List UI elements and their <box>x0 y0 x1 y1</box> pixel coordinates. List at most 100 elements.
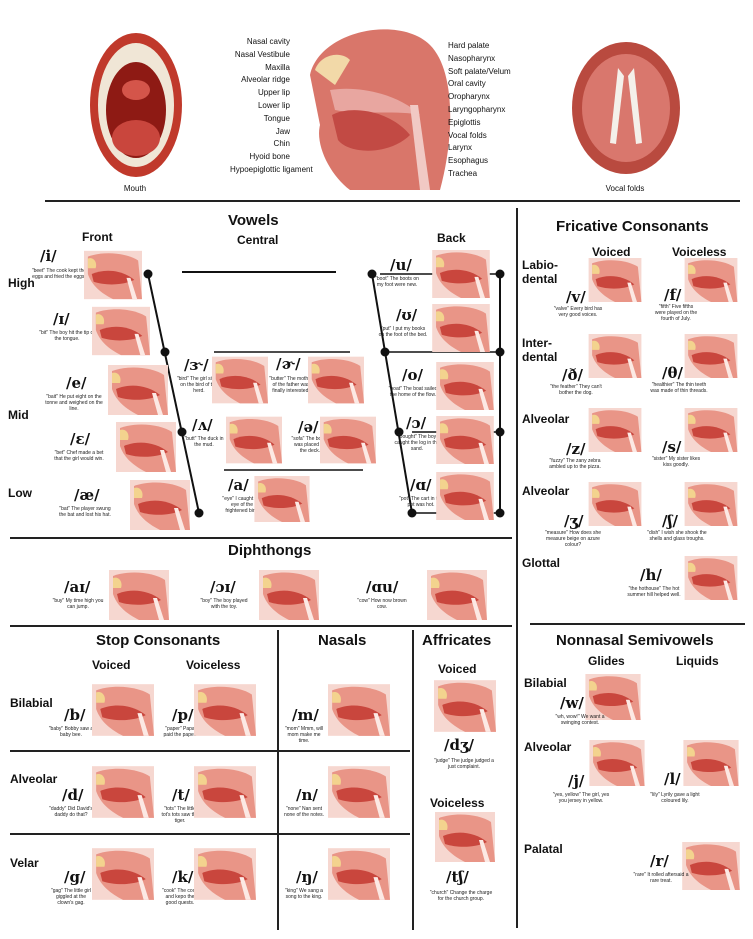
stop-symbol: /p/ <box>172 706 194 724</box>
vowel-example: "bait" He put eight on the tonne and wei… <box>45 394 103 412</box>
semivowel-example: "yes, yellow" The girl, yes you jersey i… <box>552 792 610 804</box>
nasals-affricates-divider <box>412 630 414 930</box>
semivowel-example: "wh, wow!" We want a swinging contest. <box>555 714 605 726</box>
fricative-example: "the feather" They can't bother the dog. <box>550 384 602 396</box>
vowel-symbol: /o/ <box>402 366 423 384</box>
head-profile-illustration <box>116 422 176 472</box>
fricative-symbol: /ʒ/ <box>564 512 584 530</box>
fricative-symbol: /f/ <box>664 286 682 304</box>
head-profile-illustration <box>108 570 170 620</box>
head-profile-illustration <box>432 304 490 352</box>
semivowel-example: "lily" Lyrily gave a light coloured lily… <box>650 792 700 804</box>
diphthongs-divider <box>10 625 512 627</box>
anatomy-label: Laryngopharynx <box>448 104 506 114</box>
affricate-symbol: /tʃ/ <box>446 868 469 886</box>
anatomy-label: Jaw <box>275 126 290 136</box>
vowel-example: "sofa" The board was placed on the deck. <box>291 436 329 454</box>
head-profile-illustration <box>258 570 320 620</box>
fricative-symbol: /θ/ <box>662 364 683 382</box>
fricatives-divider <box>530 623 745 625</box>
semivowels-row-alveolar: Alveolar <box>524 740 572 754</box>
head-profile-illustration <box>586 482 644 526</box>
stop-example: "gag" The little girl giggled at the clo… <box>50 888 92 906</box>
head-profile-illustration <box>108 365 168 415</box>
anatomy-label: Tongue <box>263 113 290 123</box>
head-profile-illustration <box>682 842 740 890</box>
vowel-example: "boot" The boots on my foot were new. <box>375 276 419 288</box>
stop-example: "daddy" Did David's daddy do that? <box>49 806 93 818</box>
vowels-central-header: Central <box>237 233 279 247</box>
vowel-symbol: /u/ <box>390 256 412 274</box>
mouth-illustration <box>90 33 182 177</box>
fricative-symbol: /h/ <box>640 566 662 584</box>
semivowels-title: Nonnasal Semivowels <box>556 632 714 649</box>
semivowels-row-palatal: Palatal <box>524 842 563 856</box>
right-column-divider <box>516 208 518 928</box>
vowel-example: "beet" The cook kept the eggs and fried … <box>31 268 87 280</box>
vowel-symbol: /ə/ <box>298 418 319 436</box>
stop-symbol: /b/ <box>64 706 86 724</box>
anatomy-label: Trachea <box>448 168 478 178</box>
vocal-folds-caption: Vocal folds <box>605 184 645 193</box>
labels-left-list: Nasal cavity Nasal Vestibule Maxilla Alv… <box>230 36 313 177</box>
anatomy-label: Oral cavity <box>448 79 486 89</box>
head-profile-illustration <box>130 480 190 530</box>
affricates-voiceless-header: Voiceless <box>430 796 485 810</box>
stop-example: "baby" Bobby saw a baby bee. <box>48 726 94 738</box>
anatomy-label: Alveolar ridge <box>241 75 290 85</box>
stops-voiced-header: Voiced <box>92 658 131 672</box>
vowel-symbol: /a/ <box>228 476 249 494</box>
row-label-low: Low <box>8 486 32 500</box>
head-profile-illustration <box>328 684 390 736</box>
head-profile-illustration <box>92 684 154 736</box>
stop-example: "cook" The cook and kepo the good quests… <box>162 888 198 906</box>
stop-symbol: /g/ <box>64 868 86 886</box>
vowel-symbol: /i/ <box>40 247 57 265</box>
affricates-voiced-header: Voiced <box>438 662 477 676</box>
anatomy-label: Chin <box>273 139 290 149</box>
head-profile-illustration <box>586 408 644 452</box>
head-profile-illustration <box>436 362 494 410</box>
semivowels-liquids-header: Liquids <box>676 654 719 668</box>
affricates-title: Affricates <box>422 632 492 649</box>
head-profile-illustration <box>84 250 142 300</box>
vowel-symbol: /e/ <box>66 374 87 392</box>
semivowels-row-bilabial: Bilabial <box>524 676 567 690</box>
semivowel-symbol: /j/ <box>568 772 585 790</box>
diphthong-symbol: /aɪ/ <box>64 578 91 596</box>
head-profile-illustration <box>320 416 376 464</box>
semivowels-glides-header: Glides <box>588 654 625 668</box>
anatomy-label: Vocal folds <box>448 130 487 140</box>
vowel-example: "butter" The mother of the father was fi… <box>269 376 313 394</box>
head-profile-illustration <box>328 766 390 818</box>
diphthong-symbol: /ɔɪ/ <box>210 578 236 596</box>
semivowel-example: "rare" It rolled aftersaid a rare treat. <box>633 872 689 884</box>
head-profile-illustration <box>226 416 282 464</box>
vowel-symbol: /ʊ/ <box>396 306 418 324</box>
head-profile-illustration <box>434 680 496 732</box>
fricatives-voiced-header: Voiced <box>592 245 631 259</box>
vowel-example: "put" I put my books on the foot of the … <box>378 326 428 338</box>
vowel-example: "pot" The cart in the pot was hot. <box>399 496 443 508</box>
alveolar-row-divider <box>10 833 410 835</box>
mouth-caption: Mouth <box>123 184 147 193</box>
fricatives-voiceless-header: Voiceless <box>672 245 727 259</box>
head-profile-illustration <box>328 848 390 900</box>
stops-row-bilabial: Bilabial <box>10 696 53 710</box>
anatomy-label: Maxilla <box>265 62 290 72</box>
fricative-symbol: /ʃ/ <box>662 512 678 530</box>
head-profile-illustration <box>586 258 644 302</box>
row-label-high: High <box>8 276 35 290</box>
head-profile-illustration <box>194 684 256 736</box>
fricatives-row-interdental: Inter- dental <box>522 336 558 364</box>
nasals-title: Nasals <box>318 632 367 649</box>
vowels-back-header: Back <box>437 231 466 245</box>
fricative-example: "measure" How does she measure beige on … <box>544 530 602 548</box>
anatomy-label: Hard palate <box>448 41 490 50</box>
fricative-example: "fuzzy" The zany zebra ambled up to the … <box>549 458 601 470</box>
head-profile-illustration <box>588 740 646 786</box>
nasal-example: "mom" Mmm, will mom make me time. <box>284 726 324 744</box>
vowel-symbol: /ʌ/ <box>192 416 213 434</box>
head-profile-illustration <box>254 476 310 522</box>
head-profile-illustration <box>682 482 740 526</box>
